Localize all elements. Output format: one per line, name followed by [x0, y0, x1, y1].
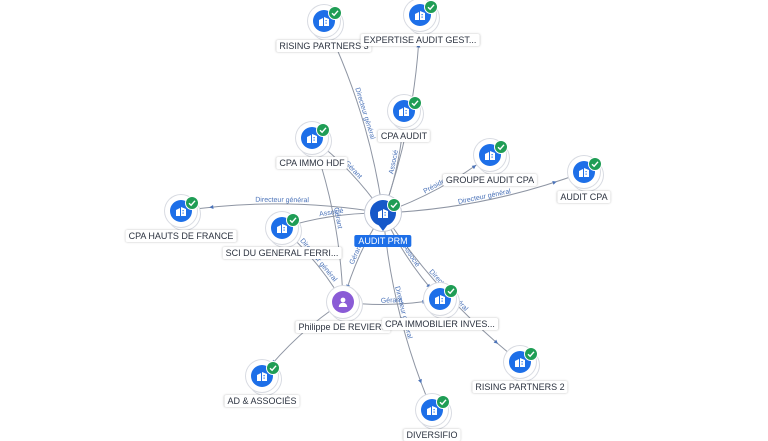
edge-main-auditcpa: [382, 171, 585, 214]
edge-arrow: [400, 125, 405, 130]
check-icon: [328, 6, 342, 20]
edge-label: Directeur général: [353, 87, 376, 141]
check-icon: [387, 198, 401, 212]
check-icon: [494, 140, 508, 154]
check-icon: [185, 196, 199, 210]
edge-arrow: [323, 147, 328, 152]
edge-label: Associé: [388, 149, 400, 175]
check-icon: [444, 284, 458, 298]
person-icon: [332, 291, 354, 313]
node-label: AD & ASSOCIÉS: [224, 395, 300, 407]
edge-arrow: [471, 165, 477, 170]
check-icon: [408, 96, 422, 110]
node-label: SCI DU GENERAL FERRI...: [222, 247, 342, 259]
edge-label: Directeur général: [457, 188, 511, 206]
node-label: CPA IMMO HDF: [276, 157, 348, 169]
node-label: AUDIT PRM: [354, 235, 412, 247]
edge-label: Directeur général: [298, 237, 338, 283]
node-label: CPA AUDIT: [377, 130, 431, 142]
node-label: CPA IMMOBILIER INVES...: [382, 318, 498, 330]
node-label: EXPERTISE AUDIT GEST...: [360, 34, 480, 46]
edge-label: Gérant: [332, 207, 343, 229]
edge-label: Associé: [319, 208, 344, 219]
check-icon: [286, 213, 300, 227]
node-label: RISING PARTNERS 2: [472, 381, 568, 393]
edge-label: Gérant: [381, 297, 403, 305]
check-icon: [588, 157, 602, 171]
edge-label: Directeur général: [393, 286, 413, 340]
node-label: Philippe DE REVIERS: [295, 321, 391, 333]
check-icon: [424, 0, 438, 14]
edge-label: Associé: [401, 244, 420, 268]
node-label: CPA HAUTS DE FRANCE: [125, 230, 237, 242]
node-label: GROUPE AUDIT CPA: [442, 174, 538, 186]
pin-marker: [377, 223, 389, 231]
check-icon: [316, 123, 330, 137]
check-icon: [436, 395, 450, 409]
edge-arrow: [552, 180, 557, 185]
check-icon: [524, 347, 538, 361]
node-label: AUDIT CPA: [557, 191, 611, 203]
edge-label: Directeur général: [255, 197, 309, 205]
node-label: DIVERSIFIO: [403, 429, 461, 441]
edge-arrow: [493, 339, 498, 344]
check-icon: [266, 361, 280, 375]
node-label: RISING PARTNERS 3: [276, 40, 372, 52]
edge-arrow: [209, 204, 214, 209]
edge-main-hauts: [180, 203, 384, 214]
edge-philippe-cpaimmo: [311, 137, 344, 303]
edge-arrow: [418, 378, 422, 384]
